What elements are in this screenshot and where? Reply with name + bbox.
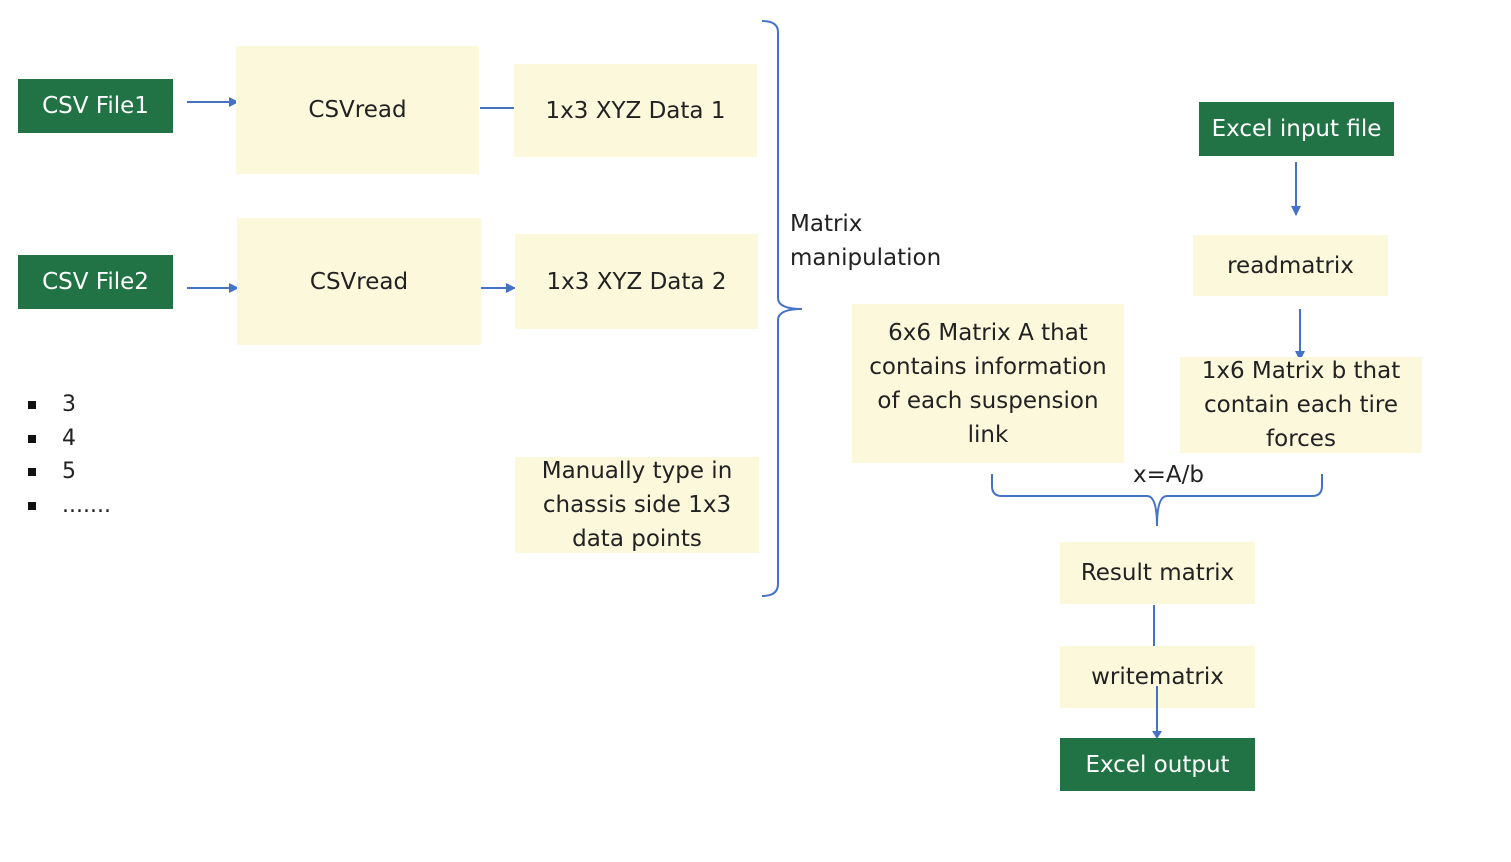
- csv-file2-node: CSV File2: [18, 255, 173, 309]
- bullet-item: 5: [28, 455, 111, 489]
- bullet-item: .......: [28, 489, 111, 523]
- matrix-manipulation-brace: [761, 20, 803, 597]
- bullet-item: 3: [28, 388, 111, 422]
- bullet-text: .......: [62, 492, 111, 518]
- bullet-list: 3 4 5 .......: [28, 388, 111, 522]
- bullet-icon: [28, 434, 36, 443]
- readmatrix-node: readmatrix: [1193, 235, 1388, 296]
- excel-output-node: Excel output: [1060, 738, 1255, 791]
- bullet-text: 3: [62, 392, 76, 417]
- writematrix-node: writematrix: [1060, 646, 1255, 708]
- bullet-icon: [28, 468, 36, 476]
- equation-label: x=A/b: [1133, 462, 1204, 488]
- bullet-text: 4: [62, 425, 76, 451]
- matrix-manipulation-label: Matrix manipulation: [790, 211, 942, 271]
- equation-brace: [991, 474, 1323, 527]
- bullet-text: 5: [62, 459, 76, 484]
- bullet-item: 4: [28, 422, 111, 456]
- xyz-data2-node: 1x3 XYZ Data 2: [515, 234, 758, 329]
- manual-input-node: Manually type in chassis side 1x3 data p…: [515, 457, 759, 553]
- xyz-data1-node: 1x3 XYZ Data 1: [514, 64, 757, 157]
- matrix-b-node: 1x6 Matrix b that contain each tire forc…: [1180, 357, 1422, 453]
- excel-input-node: Excel input file: [1199, 102, 1394, 156]
- matrix-a-node: 6x6 Matrix A that contains information o…: [852, 304, 1124, 463]
- bullet-icon: [28, 501, 36, 510]
- csvread-node-2: CSVread: [237, 218, 481, 345]
- result-matrix-node: Result matrix: [1060, 542, 1255, 604]
- csv-file1-node: CSV File1: [18, 79, 173, 133]
- bullet-icon: [28, 401, 36, 409]
- csvread-node-1: CSVread: [236, 46, 479, 174]
